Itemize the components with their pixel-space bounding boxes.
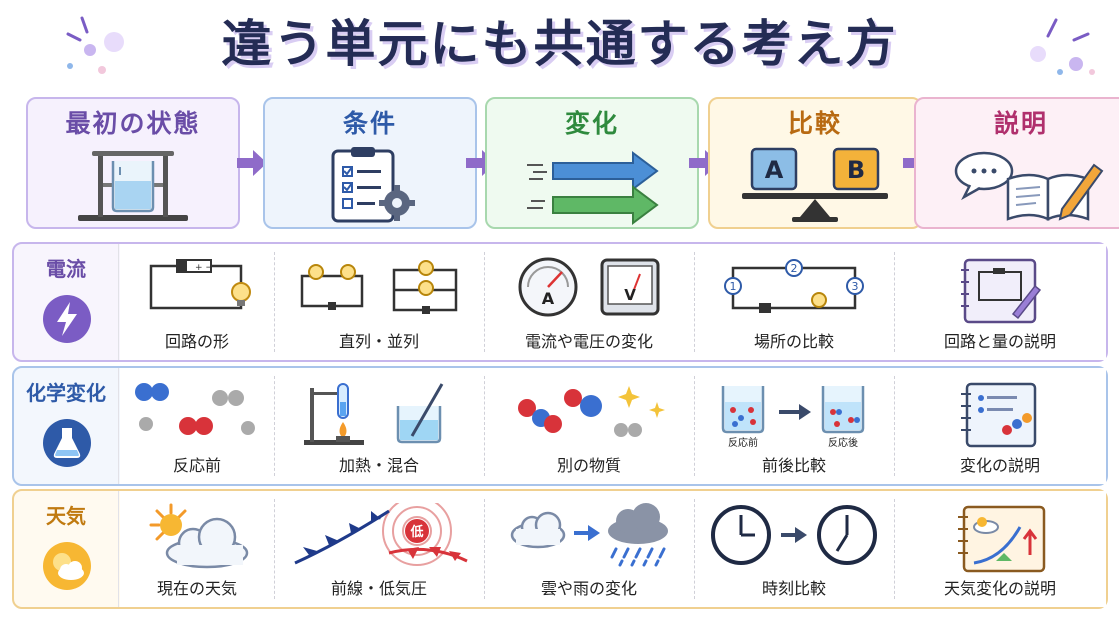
cell: 反応前: [120, 368, 274, 484]
cell: 反応前 反応後 前後比較: [694, 368, 894, 484]
cell: 加熱・混合: [274, 368, 484, 484]
row-header: 化学変化: [14, 368, 119, 484]
cell-divider: [274, 499, 275, 599]
cell: 直列・並列: [274, 244, 484, 360]
cell-divider: [694, 252, 695, 352]
cell-label: 時刻比較: [761, 579, 826, 598]
cell-label: 前線・低気圧: [330, 579, 427, 598]
icon-text: 低: [409, 524, 423, 540]
cell: 雲や雨の変化: [484, 491, 694, 607]
row-header: 電流: [14, 244, 119, 360]
front-low-pressure-icon: 低: [289, 496, 469, 573]
cell-label: 直列・並列: [338, 332, 419, 351]
cell: 1 2 3 場所の比較: [694, 244, 894, 360]
flask-icon: [42, 418, 92, 468]
cell-divider: [894, 499, 895, 599]
step-5: 説明: [914, 97, 1119, 229]
sparkle-decoration-right-icon: [1030, 18, 1095, 75]
cell-label: 雲や雨の変化: [540, 579, 637, 598]
cell: 低 前線・低気圧: [274, 491, 484, 607]
step-1: 最初の状態: [26, 97, 240, 229]
cell-divider: [694, 499, 695, 599]
clocks-comparison-icon: [709, 503, 879, 573]
step-label: 比較: [787, 109, 842, 138]
burner-mixing-icon: [294, 380, 464, 450]
cell-divider: [894, 252, 895, 352]
svg-text:A: A: [765, 156, 784, 184]
cell-divider: [894, 376, 895, 476]
sun-cloud-icon: [42, 541, 92, 591]
cell: 別の物質: [484, 368, 694, 484]
sun-cloud-weather-icon: [137, 503, 257, 573]
step-label: 説明: [993, 109, 1048, 138]
step-label: 条件: [342, 109, 397, 138]
cell-label: 反応前: [172, 456, 221, 475]
molecules-icon: [132, 380, 262, 446]
balance-scale-icon: A B: [730, 145, 900, 225]
cell-divider: [484, 376, 485, 476]
new-substance-icon: [509, 380, 669, 446]
cell-label: 回路の形: [164, 332, 229, 351]
cell: A V 電流や電圧の変化: [484, 244, 694, 360]
right-arrow-icon: [235, 146, 269, 180]
cell-label: 変化の説明: [959, 456, 1040, 475]
icon-text: 3: [852, 280, 859, 293]
row-label: 化学変化: [26, 381, 106, 405]
row-label: 電流: [46, 257, 86, 281]
step-label: 最初の状態: [65, 109, 201, 138]
cell-label: 別の物質: [556, 456, 621, 475]
cell-label: 電流や電圧の変化: [524, 332, 653, 351]
series-parallel-circuit-icon: [294, 256, 464, 322]
change-arrows-icon: [507, 145, 677, 225]
cell-label: 前後比較: [761, 456, 826, 475]
row-header: 天気: [14, 491, 119, 607]
cell-divider: [484, 499, 485, 599]
cloud-to-rain-icon: [504, 503, 674, 573]
icon-text: 2: [791, 262, 798, 275]
cell-label: 現在の天気: [156, 579, 237, 598]
circuit-points-icon: 1 2 3: [719, 256, 869, 322]
cell-label: 天気変化の説明: [943, 579, 1056, 598]
row-2: 化学変化 反応前 加熱・混合 別の物質 反応: [12, 366, 1108, 486]
cell-label: 加熱・混合: [338, 456, 419, 475]
cell-divider: [694, 376, 695, 476]
circuit-notebook-icon: [955, 256, 1045, 330]
icon-text: 1: [730, 280, 737, 293]
notebook-pencil-icon: [936, 145, 1106, 225]
svg-text:B: B: [847, 156, 865, 184]
before-after-beakers-icon: 反応前 反応後: [709, 380, 879, 454]
circuit-battery-bulb-icon: + −: [137, 256, 257, 322]
lightning-icon: [42, 294, 92, 344]
cell: 天気変化の説明: [894, 491, 1106, 607]
icon-text: 反応後: [828, 436, 858, 449]
cell-divider: [274, 376, 275, 476]
cell-divider: [274, 252, 275, 352]
page-title: 違う単元にも共通する考え方: [221, 15, 898, 73]
weather-notebook-icon: [950, 503, 1050, 579]
icon-text: V: [624, 286, 636, 304]
cell-label: 回路と量の説明: [943, 332, 1056, 351]
row-3: 天気 現在の天気 低 前線・低気圧: [12, 489, 1108, 609]
ammeter-voltmeter-icon: A V: [514, 256, 664, 322]
icon-text: 反応前: [728, 436, 758, 449]
step-4: 比較 A B: [708, 97, 922, 229]
cell: 時刻比較: [694, 491, 894, 607]
cell: 回路と量の説明: [894, 244, 1106, 360]
cell: + − 回路の形: [120, 244, 274, 360]
step-label: 変化: [564, 109, 619, 138]
icon-text: A: [542, 289, 555, 308]
cell-label: 場所の比較: [753, 332, 834, 351]
row-1: 電流 + − 回路の形 直列・並列 A V 電流や電圧の変化 1 2 3: [12, 242, 1108, 362]
svg-text:+ −: + −: [195, 263, 213, 273]
cell: 変化の説明: [894, 368, 1106, 484]
cell: 現在の天気: [120, 491, 274, 607]
chemistry-notebook-icon: [955, 380, 1045, 454]
cell-divider: [484, 252, 485, 352]
row-label: 天気: [46, 504, 86, 528]
step-2: 条件: [263, 97, 477, 229]
sparkle-decoration-left-icon: [66, 16, 124, 74]
checklist-gear-icon: [285, 145, 455, 225]
beaker-on-stand-icon: [48, 145, 218, 225]
step-3: 変化: [485, 97, 699, 229]
